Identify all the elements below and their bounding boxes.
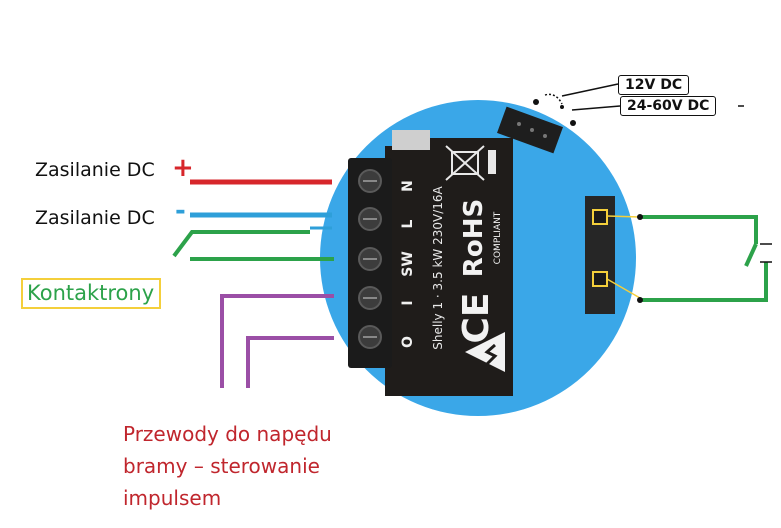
warning-triangle-icon [465, 332, 505, 372]
rohs-sub: COMPLIANT [493, 211, 503, 264]
jumper-selector [533, 83, 744, 126]
gate-drive-label: Przewody do napędu bramy – sterowanie im… [123, 422, 332, 510]
bar-mark [488, 150, 496, 174]
plus-sign: + [172, 153, 194, 183]
terminal-screws [358, 169, 382, 349]
terminal-label-l: L [400, 219, 416, 228]
weee-bin-icon [445, 145, 485, 181]
reed-switch-circuit [640, 215, 768, 302]
terminal-label-i: I [400, 300, 416, 305]
reed-input-wires [172, 230, 334, 261]
terminal-label-o: O [400, 336, 416, 348]
supply-positive-label: Zasilanie DC [35, 159, 155, 181]
voltage-option-24-60v: 24-60V DC [620, 96, 717, 116]
ce-mark: CE [456, 292, 497, 343]
rohs-mark: RoHS [459, 199, 489, 277]
voltage-jumper [497, 106, 563, 154]
terminal-label-n: N [400, 180, 416, 192]
minus-sign: - [175, 196, 186, 226]
reed-pin-top [592, 209, 608, 225]
reed-switches-label: Kontaktrony [21, 278, 162, 309]
terminal-label-sw: SW [400, 251, 416, 277]
reed-pin-bottom [592, 271, 608, 287]
plate-notch [392, 130, 430, 150]
gate-drive-wires [220, 294, 334, 388]
voltage-option-12v: 12V DC [618, 75, 690, 95]
supply-negative-label: Zasilanie DC [35, 207, 155, 229]
device-spec-text: Shelly 1 · 3.5 kW 230V/16A [431, 185, 445, 349]
